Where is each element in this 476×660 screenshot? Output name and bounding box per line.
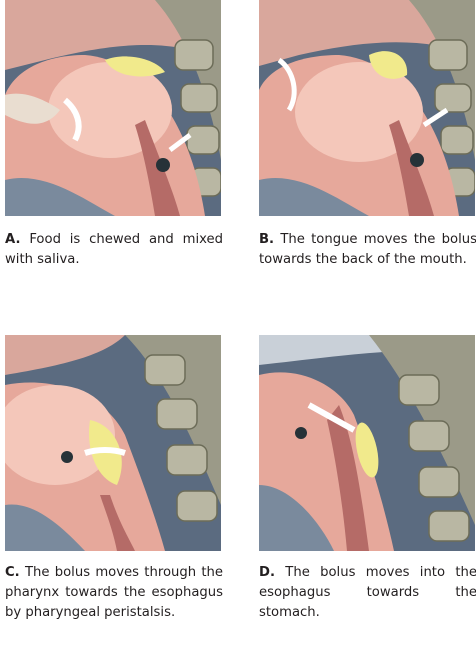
caption-a: A. Food is chewed and mixed with saliva. <box>5 230 223 270</box>
caption-text: Food is chewed and mixed with saliva. <box>5 232 223 267</box>
illustration-esophagus <box>259 335 475 551</box>
illustration-chewing <box>5 0 221 216</box>
caption-text: The bolus moves through the pharynx towa… <box>5 565 223 620</box>
caption-letter: A. <box>5 232 20 247</box>
caption-b: B. The tongue moves the bolus towards th… <box>259 230 476 270</box>
caption-text: The tongue moves the bolus towards the b… <box>259 232 476 267</box>
illustration-pharynx <box>5 335 221 551</box>
caption-text: The bolus moves into the esophagus towar… <box>259 565 476 620</box>
illustration-tongue-moves-bolus <box>259 0 475 216</box>
caption-letter: D. <box>259 565 275 580</box>
caption-letter: C. <box>5 565 20 580</box>
caption-d: D. The bolus moves into the esophagus to… <box>259 563 476 623</box>
caption-letter: B. <box>259 232 274 247</box>
caption-c: C. The bolus moves through the pharynx t… <box>5 563 223 623</box>
